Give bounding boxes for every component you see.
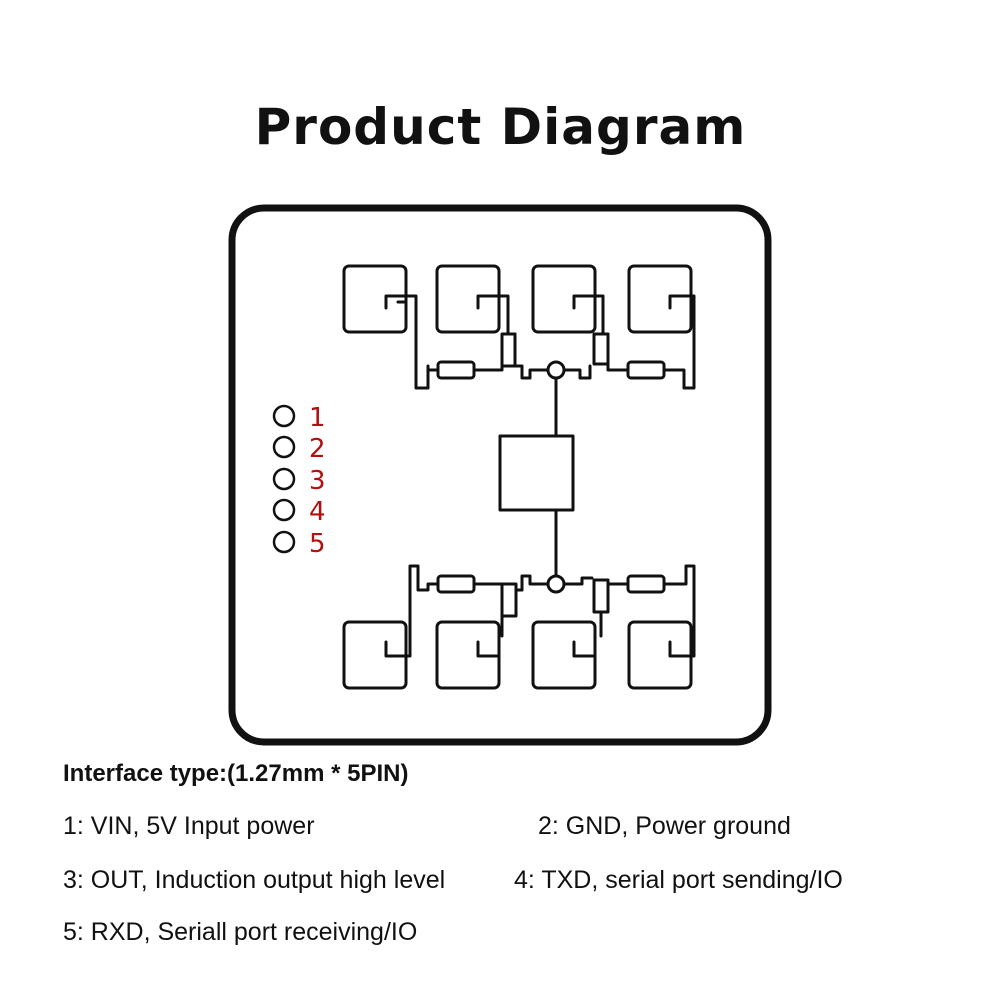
board-outline <box>228 204 772 746</box>
pin-header <box>272 404 296 554</box>
pin-1-label: 1 <box>309 403 326 433</box>
bottom-antenna-array <box>342 620 693 690</box>
pin-2-description: 2: GND, Power ground <box>538 812 791 840</box>
pin-1-description: 1: VIN, 5V Input power <box>63 812 315 840</box>
pin-3-description: 3: OUT, Induction output high level <box>63 866 446 894</box>
bottom-feed-network <box>404 508 696 658</box>
antenna-patch <box>531 264 597 334</box>
antenna-patch <box>627 264 693 334</box>
central-chip <box>498 434 575 512</box>
pin-5-label: 5 <box>309 529 326 559</box>
interface-type-heading: Interface type:(1.27mm * 5PIN) <box>63 760 409 787</box>
antenna-patch <box>342 264 408 334</box>
pin-5-description: 5: RXD, Seriall port receiving/IO <box>63 918 418 946</box>
pin-3-pad <box>272 467 296 491</box>
pin-2-label: 2 <box>309 434 326 464</box>
top-feed-network <box>404 294 696 438</box>
pin-4-pad <box>272 498 296 522</box>
pin-2-pad <box>272 435 296 459</box>
top-antenna-array <box>342 264 693 334</box>
pin-3-label: 3 <box>309 466 326 496</box>
pin-5-pad <box>272 530 296 554</box>
pin-4-label: 4 <box>309 497 326 527</box>
pin-1-pad <box>272 404 296 428</box>
antenna-patch <box>435 264 501 334</box>
page-title: Product Diagram <box>254 98 747 156</box>
pin-4-description: 4: TXD, serial port sending/IO <box>514 866 843 894</box>
